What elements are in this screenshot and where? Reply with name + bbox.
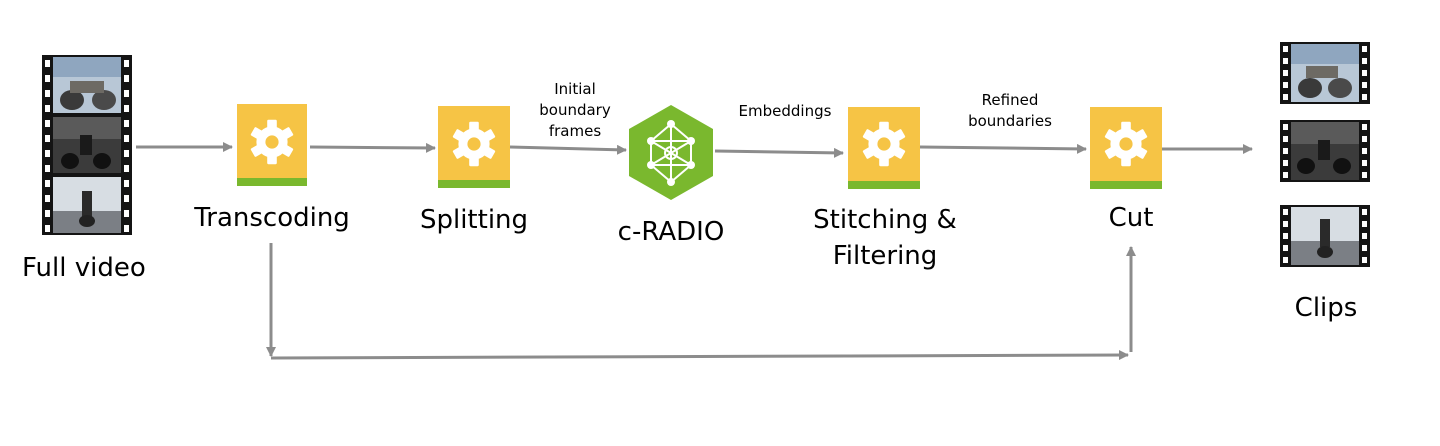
edge-label-initial-line2: boundary (539, 101, 611, 119)
connectors (136, 142, 1253, 361)
output-clip-2 (1280, 120, 1370, 182)
arrow-cradio-to-stitching (714, 147, 844, 158)
stage-stitching-box (848, 107, 920, 189)
stage-stitching-label-line1: Stitching & (813, 205, 957, 235)
stage-cut-box (1090, 107, 1162, 189)
stage-splitting-label: Splitting (419, 205, 529, 235)
output-clip-3 (1280, 205, 1370, 267)
stage-cut-label: Cut (1108, 203, 1154, 233)
edge-label-initial-line3: frames (548, 122, 602, 140)
input-label: Full video (22, 253, 146, 283)
stage-cradio-label: c-RADIO (617, 217, 725, 247)
edge-label-refined-line1: Refined (981, 91, 1039, 109)
output-clip-1 (1280, 42, 1370, 104)
arrow-bypass-horizontal (270, 350, 1129, 361)
output-label: Clips (1294, 293, 1358, 323)
neural-network-icon (650, 123, 692, 183)
edge-label-refined-line2: boundaries (968, 112, 1052, 130)
stage-splitting-box (438, 106, 510, 188)
stage-cradio-hexagon (629, 105, 713, 200)
stage-transcoding-label: Transcoding (194, 203, 350, 233)
stage-stitching-label-line2: Filtering (832, 241, 938, 271)
edge-label-embeddings: Embeddings (738, 102, 832, 120)
edge-label-initial-line1: Initial (554, 80, 596, 98)
arrow-stitching-to-cut (919, 143, 1087, 154)
arrow-transcoding-to-splitting (309, 142, 436, 153)
stage-transcoding-box (237, 104, 307, 186)
full-video-filmstrip (42, 55, 132, 235)
arrow-splitting-to-cradio (509, 144, 627, 155)
